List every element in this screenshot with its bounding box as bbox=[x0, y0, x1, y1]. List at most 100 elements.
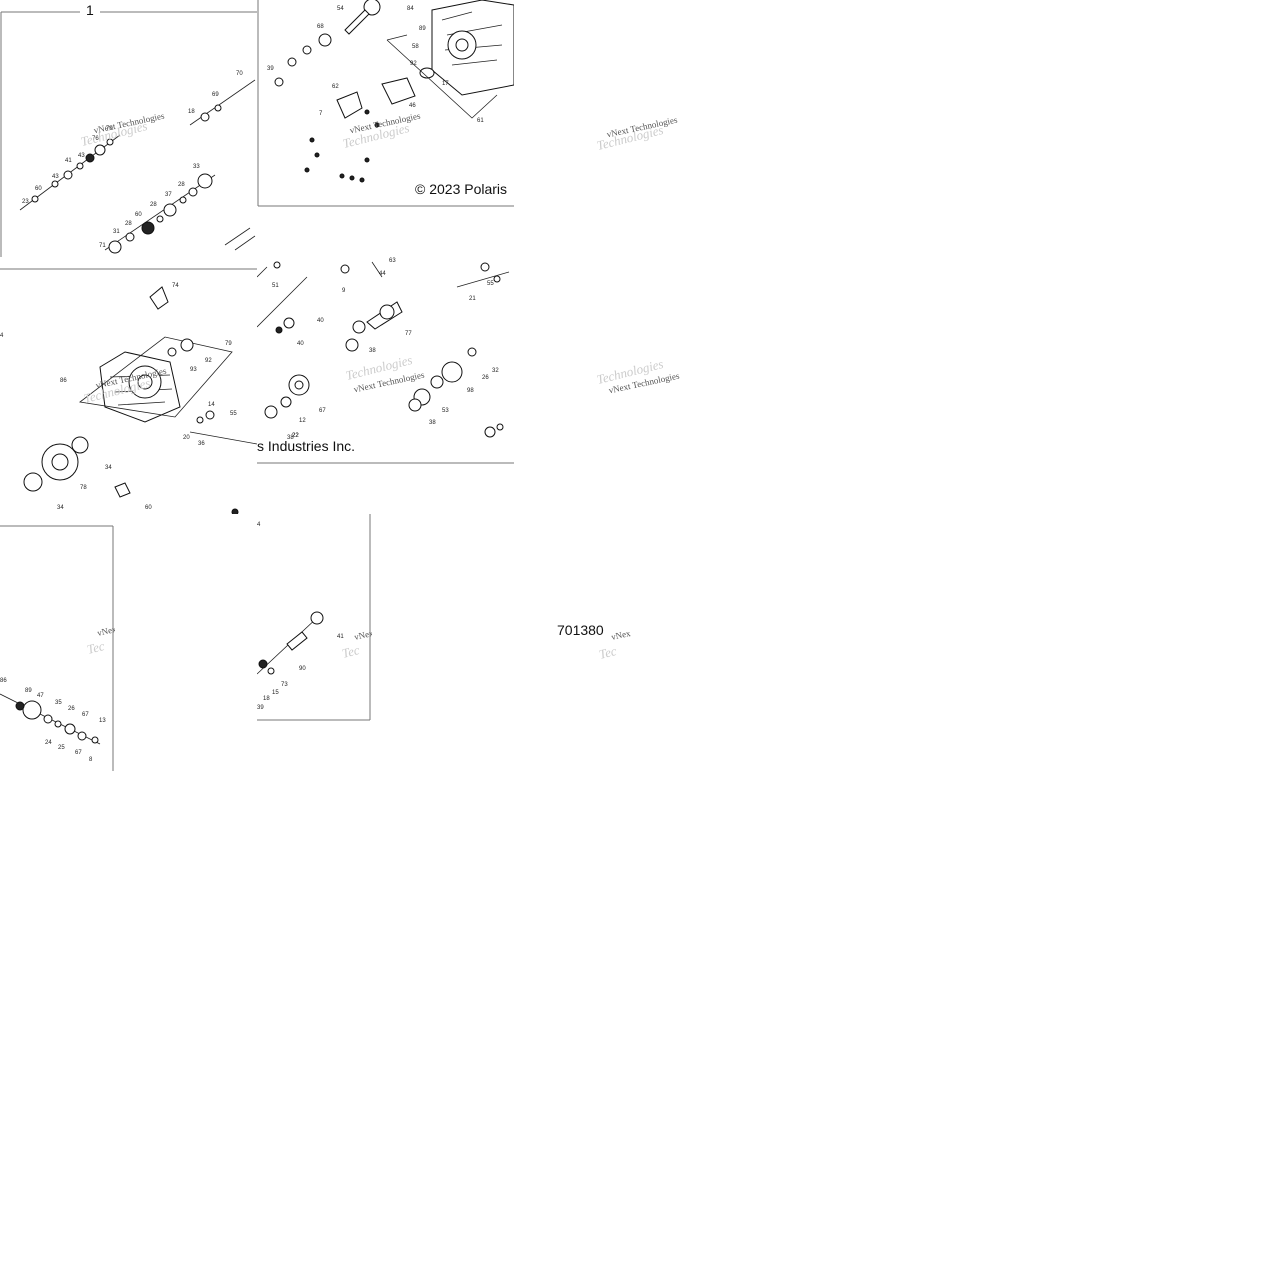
svg-text:39: 39 bbox=[257, 705, 264, 711]
svg-text:37: 37 bbox=[165, 192, 172, 198]
svg-text:14: 14 bbox=[208, 402, 215, 408]
svg-text:38: 38 bbox=[429, 420, 436, 426]
svg-text:40: 40 bbox=[297, 341, 304, 347]
svg-text:92: 92 bbox=[205, 358, 212, 364]
svg-text:86: 86 bbox=[60, 378, 67, 384]
svg-text:62: 62 bbox=[332, 84, 339, 90]
svg-text:60: 60 bbox=[145, 505, 152, 511]
svg-text:41: 41 bbox=[337, 634, 344, 640]
svg-text:12: 12 bbox=[299, 418, 306, 424]
svg-text:79: 79 bbox=[225, 341, 232, 347]
svg-text:98: 98 bbox=[467, 388, 474, 394]
svg-text:39: 39 bbox=[267, 66, 274, 72]
svg-text:26: 26 bbox=[482, 375, 489, 381]
case-cover-drawing: 54 68 39 84 89 92 58 17 61 46 62 7 bbox=[257, 0, 514, 207]
svg-text:38: 38 bbox=[287, 435, 294, 441]
svg-text:70: 70 bbox=[236, 71, 243, 77]
svg-text:89: 89 bbox=[419, 26, 426, 32]
svg-text:34: 34 bbox=[57, 505, 64, 511]
svg-text:74: 74 bbox=[172, 283, 179, 289]
svg-text:7: 7 bbox=[319, 111, 323, 117]
svg-text:86: 86 bbox=[0, 678, 7, 684]
svg-text:33: 33 bbox=[193, 164, 200, 170]
svg-text:92: 92 bbox=[410, 61, 417, 67]
svg-text:4: 4 bbox=[0, 333, 4, 339]
svg-text:76: 76 bbox=[92, 136, 99, 142]
svg-text:44: 44 bbox=[379, 271, 386, 277]
svg-text:84: 84 bbox=[407, 6, 414, 12]
svg-text:71: 71 bbox=[99, 243, 106, 249]
copyright-notice-continued: s Industries Inc. bbox=[257, 438, 356, 454]
svg-text:15: 15 bbox=[272, 690, 279, 696]
svg-text:24: 24 bbox=[45, 740, 52, 746]
svg-text:73: 73 bbox=[281, 682, 288, 688]
svg-text:20: 20 bbox=[183, 435, 190, 441]
svg-text:38: 38 bbox=[369, 348, 376, 354]
svg-text:17: 17 bbox=[442, 81, 449, 87]
svg-text:22: 22 bbox=[292, 433, 299, 439]
svg-text:28: 28 bbox=[150, 202, 157, 208]
svg-text:36: 36 bbox=[198, 441, 205, 447]
svg-text:67: 67 bbox=[75, 750, 82, 756]
svg-text:9: 9 bbox=[342, 288, 346, 294]
svg-text:90: 90 bbox=[299, 666, 306, 672]
svg-text:25: 25 bbox=[58, 745, 65, 751]
svg-text:31: 31 bbox=[113, 229, 120, 235]
svg-text:34: 34 bbox=[105, 465, 112, 471]
svg-text:51: 51 bbox=[272, 283, 279, 289]
svg-text:60: 60 bbox=[35, 186, 42, 192]
svg-text:63: 63 bbox=[389, 258, 396, 264]
svg-text:58: 58 bbox=[412, 44, 419, 50]
svg-text:55: 55 bbox=[230, 411, 237, 417]
svg-text:70: 70 bbox=[106, 126, 113, 132]
svg-text:54: 54 bbox=[337, 6, 344, 12]
svg-text:43: 43 bbox=[52, 174, 59, 180]
svg-text:21: 21 bbox=[469, 296, 476, 302]
watermark-short: vNex bbox=[610, 628, 632, 642]
figure-id: 701380 bbox=[557, 622, 604, 638]
svg-text:8: 8 bbox=[89, 757, 93, 763]
svg-text:18: 18 bbox=[263, 696, 270, 702]
watermark-ghost-short: Tec bbox=[597, 643, 619, 662]
svg-text:67: 67 bbox=[319, 408, 326, 414]
svg-text:93: 93 bbox=[190, 367, 197, 373]
svg-text:23: 23 bbox=[22, 199, 29, 205]
svg-text:26: 26 bbox=[68, 706, 75, 712]
svg-text:32: 32 bbox=[492, 368, 499, 374]
output-shaft-drawing: 86 89 47 35 26 67 13 24 25 67 8 bbox=[0, 525, 114, 771]
svg-text:4: 4 bbox=[257, 522, 261, 528]
svg-text:43: 43 bbox=[78, 153, 85, 159]
svg-text:68: 68 bbox=[317, 24, 324, 30]
svg-text:28: 28 bbox=[125, 221, 132, 227]
copyright-notice: © 2023 Polaris bbox=[415, 181, 508, 197]
case-half-drawing: 74 92 79 93 86 14 55 20 36 34 78 34 60 4 bbox=[0, 268, 257, 514]
svg-text:22: 22 bbox=[292, 433, 299, 439]
svg-text:13: 13 bbox=[99, 718, 106, 724]
svg-text:35: 35 bbox=[55, 700, 62, 706]
svg-text:41: 41 bbox=[65, 158, 72, 164]
svg-text:28: 28 bbox=[178, 182, 185, 188]
svg-text:77: 77 bbox=[405, 331, 412, 337]
svg-text:67: 67 bbox=[82, 712, 89, 718]
svg-text:69: 69 bbox=[212, 92, 219, 98]
svg-text:46: 46 bbox=[409, 103, 416, 109]
svg-text:89: 89 bbox=[25, 688, 32, 694]
svg-text:60: 60 bbox=[135, 212, 142, 218]
svg-text:55: 55 bbox=[487, 281, 494, 287]
svg-text:61: 61 bbox=[477, 118, 484, 124]
svg-text:40: 40 bbox=[317, 318, 324, 324]
group-number: 1 bbox=[86, 2, 94, 18]
svg-text:47: 47 bbox=[37, 693, 44, 699]
svg-text:18: 18 bbox=[188, 109, 195, 115]
svg-text:53: 53 bbox=[442, 408, 449, 414]
svg-text:78: 78 bbox=[80, 485, 87, 491]
